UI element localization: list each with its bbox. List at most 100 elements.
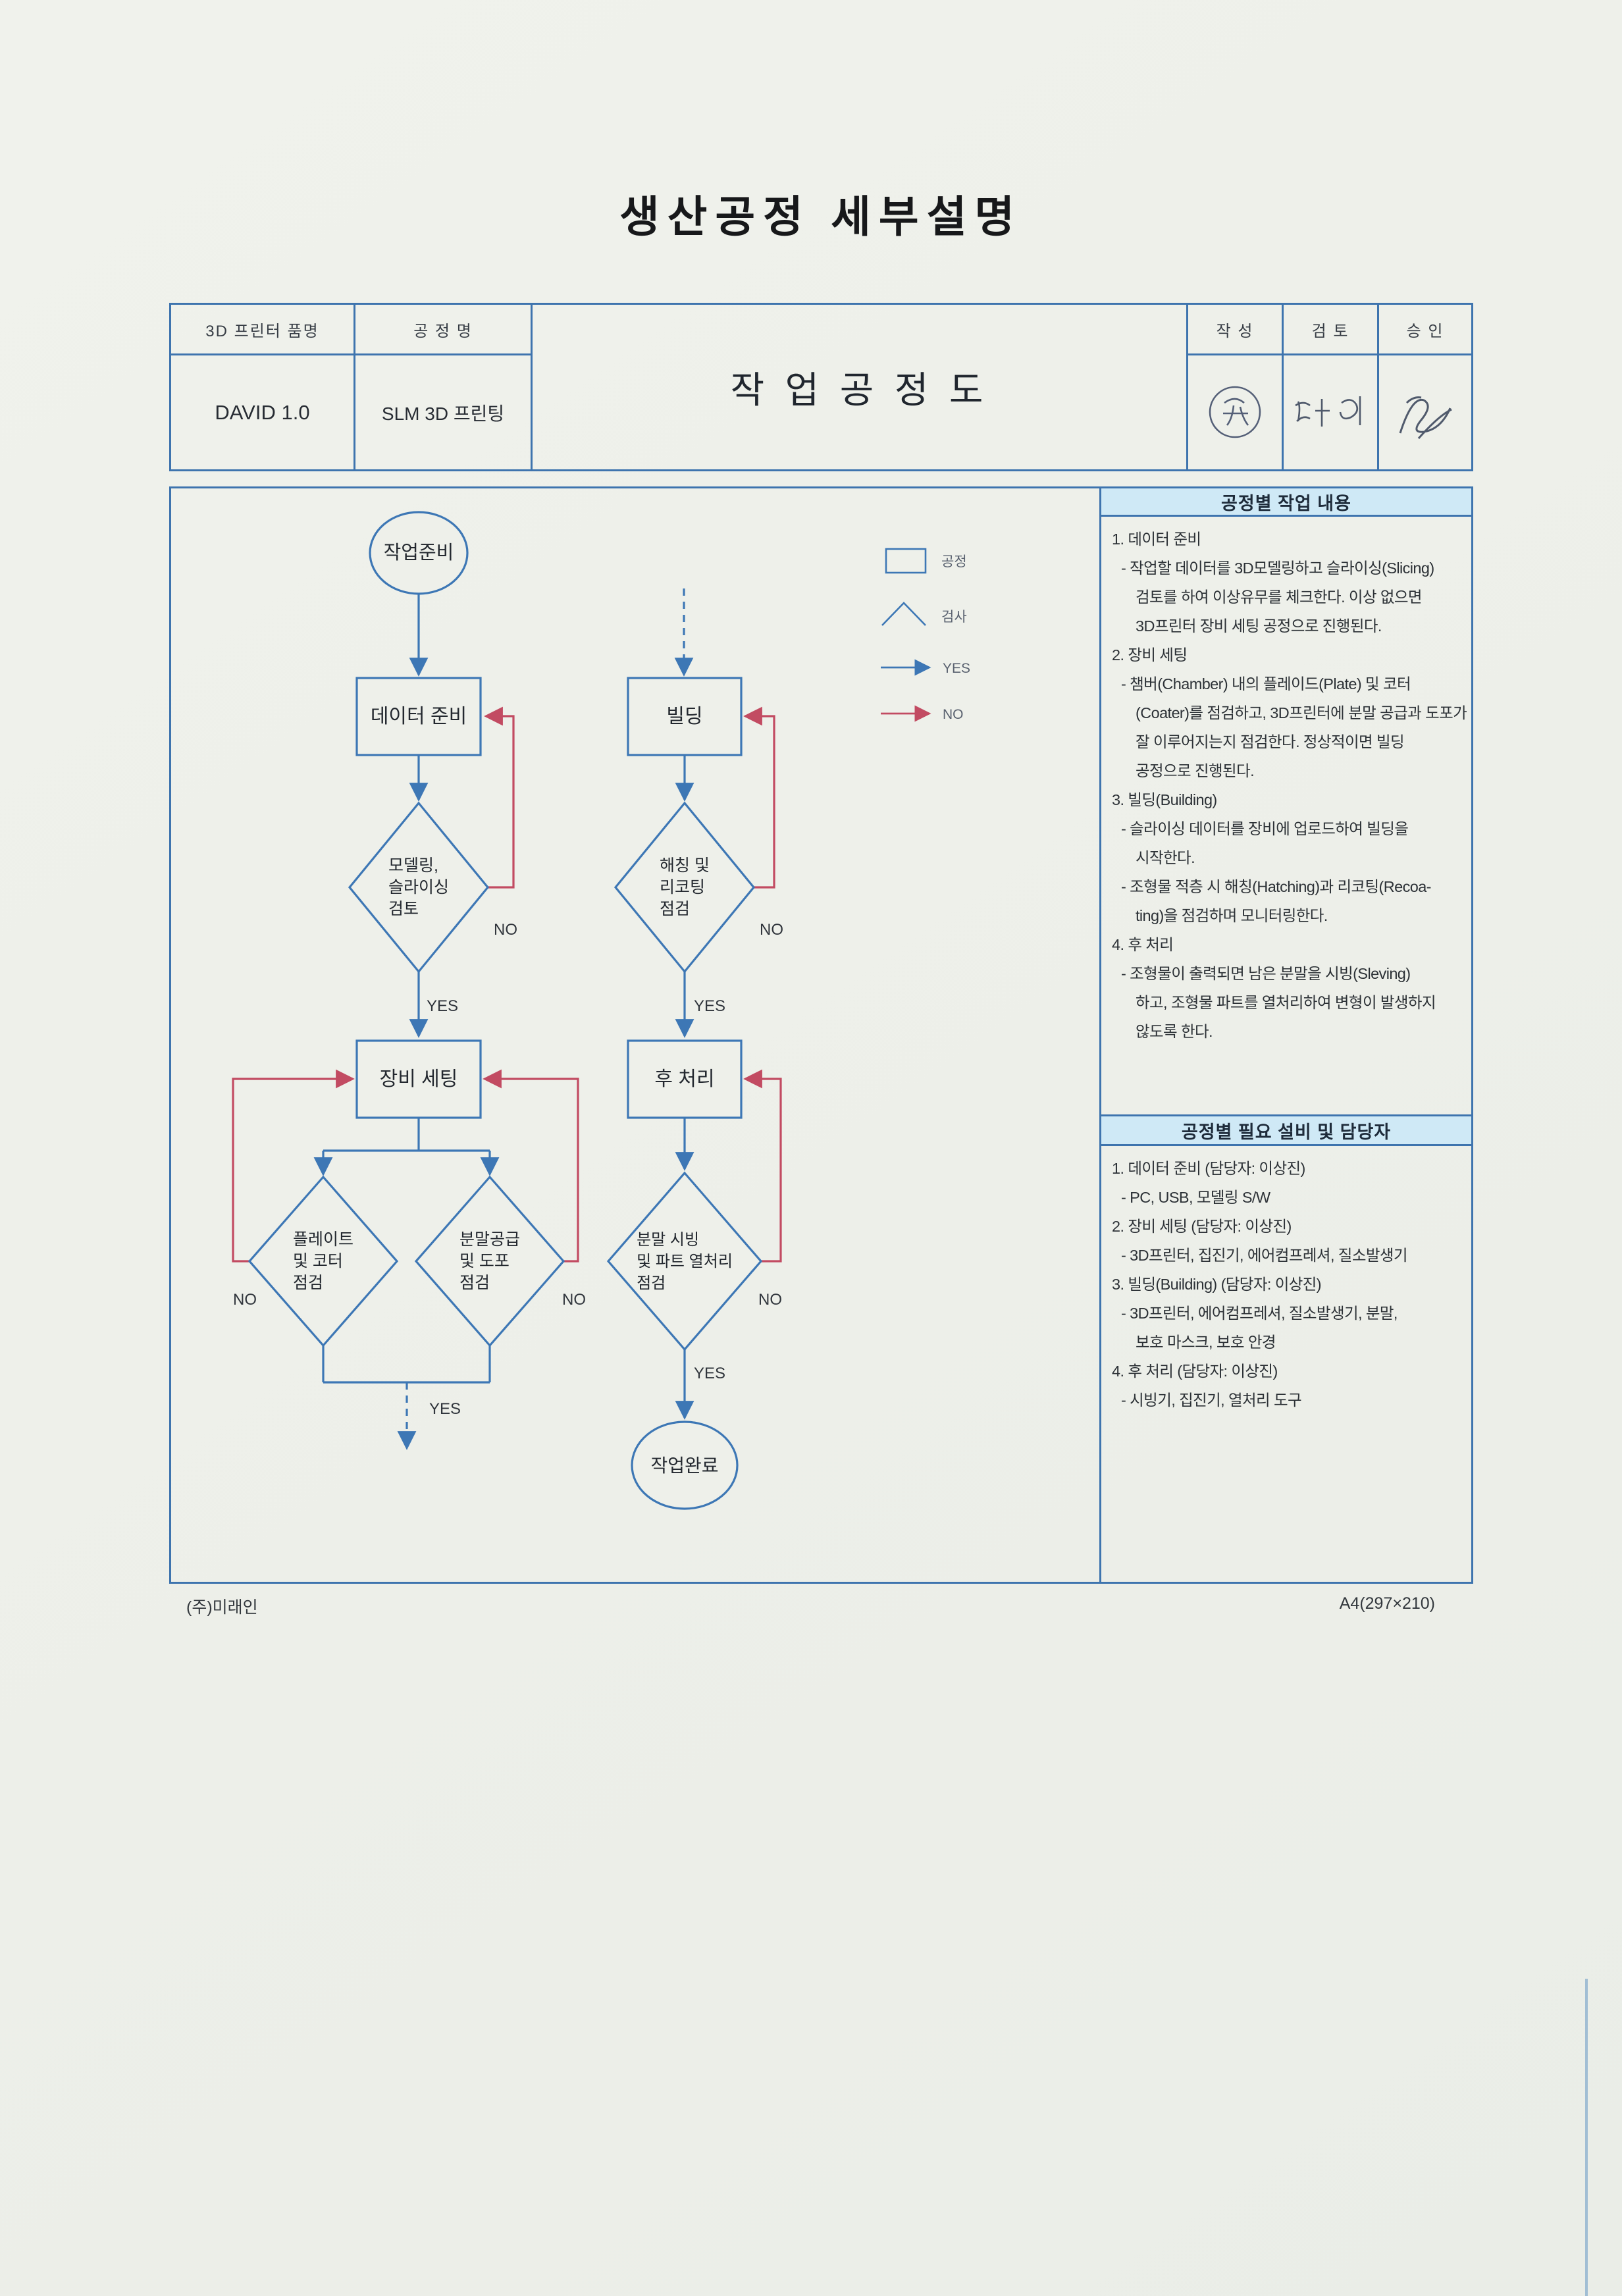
side-panel: 공정별 작업 내용 1. 데이터 준비 - 작업할 데이터를 3D모델링하고 슬…	[1099, 488, 1471, 1582]
no-loop-check2a	[232, 1069, 355, 1263]
panel2-line: - 3D프린터, 에어컴프레셔, 질소발생기, 분말,	[1121, 1305, 1398, 1322]
panel1-body: 1. 데이터 준비 - 작업할 데이터를 3D모델링하고 슬라이싱(Slicin…	[1101, 517, 1471, 1114]
panel1-line: 시작한다.	[1136, 849, 1195, 866]
panel2-title: 공정별 필요 설비 및 담당자	[1101, 1114, 1471, 1146]
table-divider	[353, 305, 355, 469]
dataprep-node-label: 데이터 준비	[370, 706, 467, 727]
signature-writer	[1188, 355, 1282, 469]
panel1-line: 않도록 한다.	[1136, 1023, 1213, 1040]
no-loop-check4	[743, 1069, 782, 1263]
panel1-line: - 슬라이싱 데이터를 장비에 업로드하여 빌딩을	[1121, 820, 1409, 837]
check2a-node-label: 플레이트 및 코터 점검	[292, 1230, 353, 1292]
legend-inspect-icon	[881, 602, 926, 626]
check1-node-label: 모델링, 슬라이싱 검토	[388, 856, 449, 918]
legend-no-label: NO	[943, 707, 964, 722]
start-node-shape	[369, 511, 469, 595]
check2a-diamond-shape	[248, 1175, 399, 1347]
table-divider	[1186, 353, 1471, 355]
yes-label: YES	[694, 997, 725, 1015]
panel2-line: - 3D프린터, 집진기, 에어컴프레셔, 질소발생기	[1121, 1247, 1408, 1264]
building-node-shape	[627, 677, 743, 756]
signature-reviewer	[1284, 355, 1377, 469]
no-label: NO	[760, 921, 783, 939]
check2b-diamond-shape	[414, 1175, 565, 1347]
no-label: NO	[233, 1291, 257, 1309]
flow-branch-labels: NO YES NO NO YES NO YES NO YES	[233, 921, 783, 1418]
flowchart: NO YES NO NO YES NO YES NO YES 공정	[171, 488, 1099, 1582]
panel1-line: 3. 빌딩(Building)	[1112, 791, 1217, 808]
no-loop-check3	[743, 706, 775, 889]
page-title: 생산공정 세부설명	[619, 192, 1023, 242]
check3-diamond-shape	[614, 801, 756, 974]
no-loop-check1	[484, 706, 515, 889]
end-node-label: 작업완료	[650, 1455, 719, 1476]
no-loop-check2b	[483, 1069, 579, 1263]
flow-nodes	[248, 511, 763, 1510]
panel2-line: - 시빙기, 집진기, 열처리 도구	[1121, 1392, 1302, 1409]
panel2-line: 보호 마스크, 보호 안경	[1136, 1334, 1276, 1351]
panel1-line: ting)을 점검하며 모니터링한다.	[1136, 907, 1328, 924]
panel1-line: 1. 데이터 준비	[1112, 531, 1201, 548]
panel1-line: 4. 후 처리	[1112, 936, 1174, 953]
start-node-label: 작업준비	[383, 542, 454, 563]
check3-node-label: 해칭 및 리코팅 점검	[660, 856, 710, 918]
process-name-header: 공 정 명	[413, 322, 473, 340]
legend-yes-label: YES	[943, 661, 970, 676]
table-divider	[1377, 305, 1379, 469]
panel1-line: - 조형물이 출력되면 남은 분말을 시빙(Sleving)	[1121, 965, 1411, 982]
printer-name-header: 3D 프린터 품명	[205, 322, 319, 340]
legend-inspect-label: 검사	[941, 610, 967, 625]
work-process-diagram-box: NO YES NO NO YES NO YES NO YES 공정	[169, 486, 1473, 1584]
table-divider	[531, 305, 533, 469]
panel2-line: 2. 장비 세팅 (담당자: 이상진)	[1112, 1218, 1292, 1235]
post-node-shape	[627, 1039, 743, 1119]
no-label: NO	[562, 1291, 586, 1309]
check4-node-label: 분말 시빙 및 파트 열처리 점검	[637, 1230, 733, 1292]
panel2-body: 1. 데이터 준비 (담당자: 이상진) - PC, USB, 모델링 S/W …	[1101, 1146, 1471, 1582]
paper-size-note: A4(297×210)	[1339, 1594, 1435, 1613]
panel1-line: 2. 장비 세팅	[1112, 646, 1188, 664]
panel1-line: - 조형물 적층 시 해칭(Hatching)과 리코팅(Recoa-	[1121, 878, 1432, 895]
scan-artifact-line	[1585, 1979, 1588, 2296]
header-table: 3D 프린터 품명 공 정 명 작 업 공 정 도 작 성 검 토 승 인 DA…	[169, 303, 1473, 471]
check2b-node-label: 분말공급 및 도포 점검	[459, 1230, 520, 1292]
legend-process-icon	[885, 548, 927, 574]
approval-approve-header: 승 인	[1406, 322, 1444, 340]
approval-write-header: 작 성	[1216, 322, 1254, 340]
panel2-line: 4. 후 처리 (담당자: 이상진)	[1112, 1363, 1278, 1380]
dataprep-node-shape	[355, 677, 482, 756]
panel1-line: - 챔버(Chamber) 내의 플레이드(Plate) 및 코터	[1121, 675, 1411, 692]
panel2-line: 1. 데이터 준비 (담당자: 이상진)	[1112, 1160, 1305, 1177]
equip-node-label: 장비 세팅	[379, 1068, 458, 1090]
approval-review-header: 검 토	[1311, 322, 1349, 340]
yes-label: YES	[694, 1365, 725, 1382]
equip-node-shape	[355, 1039, 482, 1119]
table-divider	[1186, 305, 1188, 469]
table-divider	[1282, 305, 1284, 469]
panel1-line: 공정으로 진행된다.	[1136, 762, 1255, 779]
no-label: NO	[494, 921, 517, 939]
panel1-line: (Coater)를 점검하고, 3D프린터에 분말 공급과 도포가	[1136, 704, 1467, 721]
panel1-line: - 작업할 데이터를 3D모델링하고 슬라이싱(Slicing)	[1121, 560, 1434, 577]
panel1-title: 공정별 작업 내용	[1101, 488, 1471, 517]
panel2-line: 3. 빌딩(Building) (담당자: 이상진)	[1112, 1276, 1322, 1293]
panel1-line: 잘 이루어지는지 점검한다. 정상적이면 빌딩	[1136, 733, 1405, 750]
check4-diamond-shape	[606, 1171, 763, 1351]
panel1-line: 하고, 조형물 파트를 열처리하여 변형이 발생하지	[1136, 994, 1436, 1011]
check1-diamond-shape	[348, 801, 490, 974]
table-divider	[171, 353, 533, 355]
flow-connectors-blue	[313, 588, 694, 1450]
company-name: (주)미래인	[186, 1598, 258, 1617]
panel2-line: - PC, USB, 모델링 S/W	[1121, 1189, 1270, 1206]
process-name-value: SLM 3D 프린팅	[381, 403, 505, 424]
no-label: NO	[758, 1291, 782, 1309]
panel1-line: 검토를 하여 이상유무를 체크한다. 이상 없으면	[1136, 588, 1423, 606]
doc-title: 작 업 공 정 도	[730, 369, 989, 411]
yes-label: YES	[427, 997, 458, 1015]
end-node-shape	[631, 1421, 739, 1510]
building-node-label: 빌딩	[666, 706, 703, 727]
printer-name-value: DAVID 1.0	[215, 400, 310, 424]
panel1-line: 3D프린터 장비 세팅 공정으로 진행된다.	[1136, 617, 1382, 635]
yes-label: YES	[429, 1400, 461, 1418]
